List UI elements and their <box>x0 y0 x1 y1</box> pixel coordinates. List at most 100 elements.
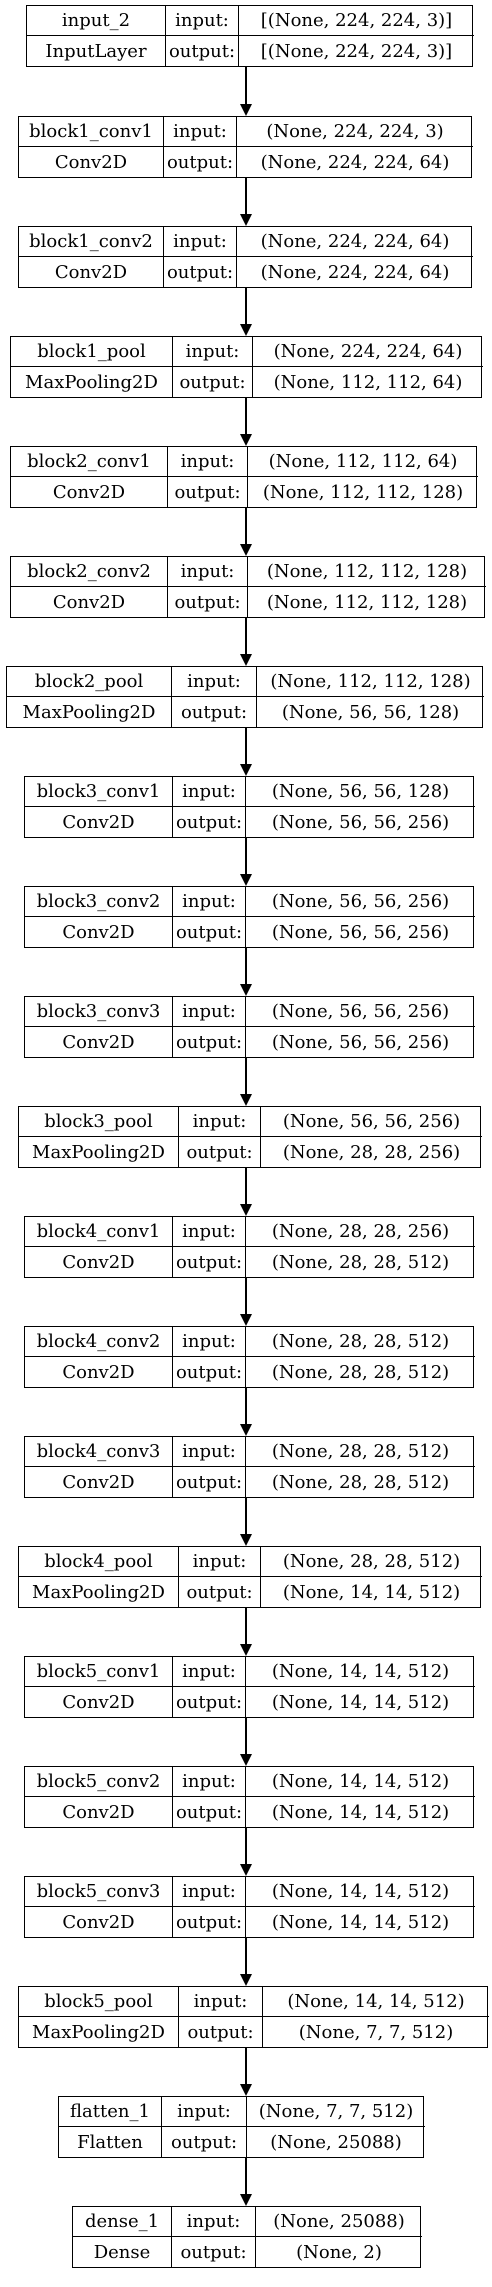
layer-name: block3_conv3 <box>25 997 173 1027</box>
output-shape: (None, 14, 14, 512) <box>271 1911 450 1933</box>
arrow-down-icon <box>239 1864 252 1876</box>
input-shape: [(None, 224, 224, 3)] <box>239 6 474 36</box>
arrow-down-icon <box>239 874 252 886</box>
edge-line <box>245 508 247 545</box>
input-shape: (None, 28, 28, 512) <box>246 1437 475 1467</box>
output-label: output: <box>173 1907 246 1937</box>
input-label: input: <box>173 1877 246 1907</box>
input-label: input: <box>173 1437 246 1467</box>
layer-type: Dense <box>73 2237 172 2267</box>
edge-line <box>245 1278 247 1315</box>
output-label: output: <box>173 1467 246 1497</box>
arrow-down-icon <box>239 324 252 336</box>
input-shape: (None, 224, 224, 64) <box>253 337 483 367</box>
layer-name: block5_conv2 <box>25 1767 173 1797</box>
output-label: output: <box>173 1357 246 1387</box>
output-label: output: <box>173 917 246 947</box>
edge-line <box>245 618 247 655</box>
output-shape: (None, 14, 14, 512) <box>271 1801 450 1823</box>
layer-type: Conv2D <box>25 1357 173 1387</box>
edge-line <box>245 948 247 985</box>
output-label: output: <box>173 1247 246 1277</box>
input-label: input: <box>162 2097 247 2127</box>
input-shape: (None, 56, 56, 128) <box>246 777 475 807</box>
layer-type: Conv2D <box>11 587 168 617</box>
input-shape: (None, 28, 28, 512) <box>261 1547 482 1577</box>
layer-name: block4_pool <box>19 1547 179 1577</box>
output-shape: (None, 28, 28, 256) <box>282 1141 461 1163</box>
output-shape: (None, 2) <box>296 2241 382 2263</box>
input-label: input: <box>179 1107 261 1137</box>
input-shape: (None, 112, 112, 128) <box>248 557 486 587</box>
output-shape: (None, 28, 28, 512) <box>271 1471 450 1493</box>
edge-line <box>245 1938 247 1975</box>
output-shape: [(None, 224, 224, 3)] <box>260 40 453 62</box>
arrow-down-icon <box>239 214 252 226</box>
layer-name: block4_conv1 <box>25 1217 173 1247</box>
edge-line <box>245 178 247 215</box>
layer-name: block5_conv1 <box>25 1657 173 1687</box>
edge-line <box>245 2048 247 2085</box>
output-shape: (None, 56, 56, 128) <box>281 701 460 723</box>
layer-type: Conv2D <box>11 477 168 507</box>
edge-line <box>245 1168 247 1205</box>
layer-type: MaxPooling2D <box>19 1577 179 1607</box>
input-shape: (None, 56, 56, 256) <box>261 1107 482 1137</box>
edge-line <box>245 728 247 765</box>
input-shape: (None, 28, 28, 512) <box>246 1327 475 1357</box>
input-shape: (None, 112, 112, 128) <box>257 667 484 697</box>
output-label: output: <box>166 36 239 66</box>
layer-type: Conv2D <box>25 1687 173 1717</box>
layer-name: input_2 <box>27 6 166 36</box>
layer-name: block4_conv2 <box>25 1327 173 1357</box>
edge-line <box>245 67 247 105</box>
input-label: input: <box>164 117 237 147</box>
output-shape: (None, 14, 14, 512) <box>271 1691 450 1713</box>
output-shape: (None, 224, 224, 64) <box>260 261 450 283</box>
input-shape: (None, 56, 56, 256) <box>246 887 475 917</box>
edge-line <box>245 1828 247 1865</box>
arrow-down-icon <box>239 1424 252 1436</box>
input-shape: (None, 25088) <box>256 2207 422 2237</box>
input-label: input: <box>173 1217 246 1247</box>
layer-name: block1_conv2 <box>19 227 164 257</box>
output-shape: (None, 56, 56, 256) <box>271 921 450 943</box>
layer-name: block2_conv2 <box>11 557 168 587</box>
output-label: output: <box>173 807 246 837</box>
arrow-down-icon <box>239 1204 252 1216</box>
input-shape: (None, 14, 14, 512) <box>246 1877 475 1907</box>
layer-name: flatten_1 <box>59 2097 162 2127</box>
output-label: output: <box>162 2127 247 2157</box>
layer-name: block1_pool <box>11 337 173 367</box>
layer-type: Conv2D <box>25 917 173 947</box>
input-label: input: <box>168 447 248 477</box>
edge-line <box>245 398 247 435</box>
layer-type: MaxPooling2D <box>11 367 173 397</box>
edge-line <box>245 2158 247 2195</box>
input-label: input: <box>168 557 248 587</box>
edge-line <box>245 1608 247 1645</box>
arrow-down-icon <box>239 984 252 996</box>
arrow-down-icon <box>239 654 252 666</box>
layer-type: Conv2D <box>25 807 173 837</box>
input-label: input: <box>172 2207 256 2237</box>
output-label: output: <box>179 2017 263 2047</box>
layer-name: block3_pool <box>19 1107 179 1137</box>
layer-type: Conv2D <box>25 1027 173 1057</box>
output-label: output: <box>168 477 248 507</box>
input-label: input: <box>173 1327 246 1357</box>
layer-type: Conv2D <box>25 1467 173 1497</box>
edge-line <box>245 838 247 875</box>
